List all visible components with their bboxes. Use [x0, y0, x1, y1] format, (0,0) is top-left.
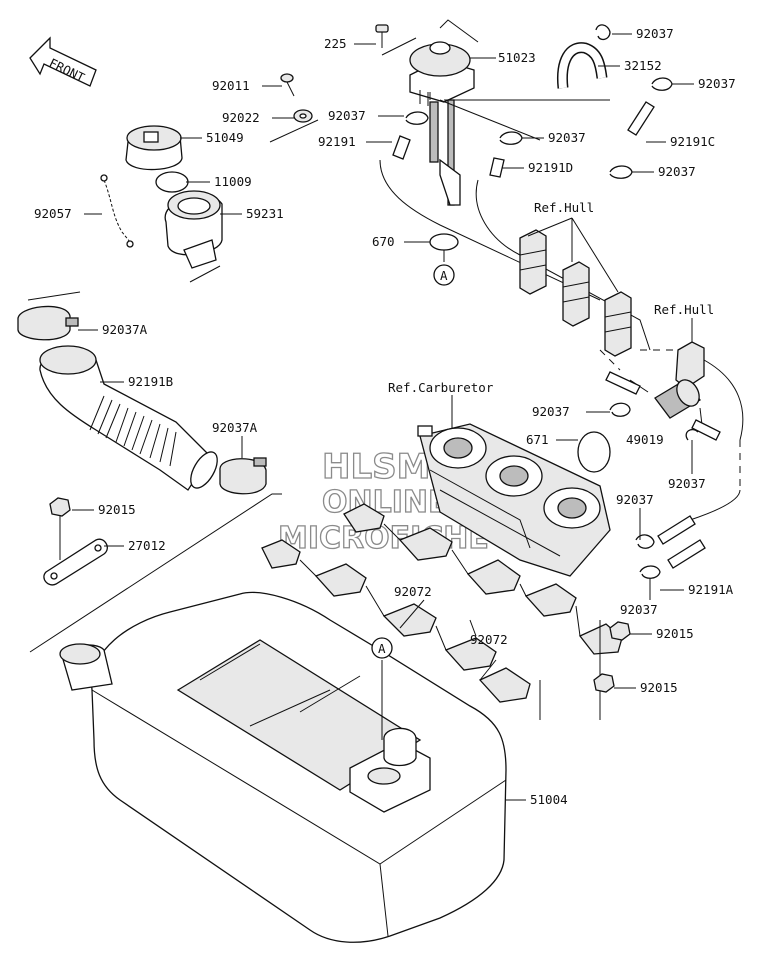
fuel-line-main [379, 159, 601, 301]
label-92015-c: 92015 [640, 680, 678, 695]
label-92191A: 92191A [688, 582, 734, 597]
bracket-27012 [43, 538, 108, 586]
label-92191: 92191 [318, 134, 356, 149]
label-225: 225 [324, 36, 347, 51]
hose-92191C [627, 101, 655, 136]
clamp-92037-mid-left [405, 111, 429, 125]
strap-92072-lower [261, 539, 531, 703]
marker-a-circle-1 [433, 264, 455, 286]
screw-92011 [280, 73, 295, 97]
label-92037A-2: 92037A [212, 420, 258, 435]
pump-body-51023 [409, 41, 475, 206]
label-92072-b: 92072 [470, 632, 508, 647]
o-ring-671 [577, 431, 611, 473]
hull-clip-1 [519, 229, 547, 295]
label-92011: 92011 [212, 78, 250, 93]
nut-92015-right-lower [593, 673, 615, 693]
filler-hose-92191B [39, 345, 218, 491]
clamp-92037-lower-2 [639, 565, 661, 579]
label-92191D: 92191D [528, 160, 573, 175]
fuel-tank-51004 [59, 591, 507, 943]
label-51049: 51049 [206, 130, 244, 145]
fuel-cap-51049 [125, 125, 183, 171]
clamp-92037A-bottom [219, 457, 267, 495]
label-27012: 27012 [128, 538, 166, 553]
label-92037-d: 92037 [548, 130, 586, 145]
washer-92022 [293, 109, 313, 123]
label-92015-a: 92015 [98, 502, 136, 517]
label-49019: 49019 [626, 432, 664, 447]
o-ring-670 [429, 233, 459, 251]
hull-clip-2 [562, 261, 590, 327]
label-92037-c: 92037 [328, 108, 366, 123]
hull-clip-3 [604, 291, 632, 357]
clamp-92037-lower-1 [635, 534, 655, 549]
label-92057: 92057 [34, 206, 72, 221]
label-92037-a: 92037 [636, 26, 674, 41]
hull-clip-right [675, 341, 705, 389]
hose-short-filter-out [691, 419, 721, 441]
nut-92015-right-upper [609, 621, 631, 641]
filler-neck-59231 [164, 190, 223, 269]
label-ref-hull-1: Ref.Hull [534, 200, 594, 215]
label-92191C: 92191C [670, 134, 715, 149]
label-ref-hull-2: Ref.Hull [654, 302, 714, 317]
watermark-line1: HLSM [322, 447, 430, 487]
label-59231: 59231 [246, 206, 284, 221]
label-51004: 51004 [530, 792, 568, 807]
front-arrow-icon: FRONT [29, 36, 97, 87]
label-32152: 32152 [624, 58, 662, 73]
label-92037-f: 92037 [532, 404, 570, 419]
label-92037-e: 92037 [658, 164, 696, 179]
label-92037A-1: 92037A [102, 322, 148, 337]
o-ring-11009 [155, 171, 189, 193]
hose-92191 [392, 135, 411, 160]
clamp-92037A-top [17, 305, 79, 341]
clamp-92037-mid-right [499, 131, 523, 145]
label-92037-h: 92037 [616, 492, 654, 507]
strap-92072-upper [343, 503, 623, 655]
hose-92191A-lower [667, 539, 706, 569]
hose-92191D [489, 157, 505, 178]
clamp-92037-right [609, 165, 633, 179]
bolt-225 [375, 24, 389, 48]
label-671: 671 [526, 432, 549, 447]
label-marker-a-2: A [378, 641, 386, 656]
leader-lines [72, 33, 694, 689]
label-ref-carburetor: Ref.Carburetor [388, 380, 494, 395]
label-92022: 92022 [222, 110, 260, 125]
watermark: HLSM ONLINE MICROFICHE [277, 446, 489, 556]
clamp-92037-top-1 [595, 24, 611, 41]
carburetor-reference [417, 423, 611, 577]
part-labels: 225 51023 92037 32152 92037 92011 92022 … [34, 26, 736, 807]
label-92191B: 92191B [128, 374, 173, 389]
label-92037-i: 92037 [620, 602, 658, 617]
label-92072-a: 92072 [394, 584, 432, 599]
clamp-92037-filter-top [609, 402, 631, 417]
label-51023: 51023 [498, 50, 536, 65]
label-11009: 11009 [214, 174, 252, 189]
hose-92191A-upper [657, 515, 696, 545]
hose-short-filter-in [605, 371, 641, 395]
label-marker-a-1: A [440, 268, 448, 283]
label-670: 670 [372, 234, 395, 249]
marker-a-circle-2 [371, 637, 393, 659]
tether-92057 [100, 174, 134, 248]
fuel-pump-assembly [375, 19, 496, 206]
label-92037-b: 92037 [698, 76, 736, 91]
hose-32152 [556, 42, 608, 89]
fuel-filter-49019 [629, 379, 703, 426]
clamp-92037-top-2 [651, 77, 673, 91]
label-92015-b: 92015 [656, 626, 694, 641]
clamp-92037-filter-bottom [685, 428, 699, 441]
watermark-line3: MICROFICHE [278, 521, 489, 556]
nut-92015-left [49, 497, 71, 517]
label-92037-g: 92037 [668, 476, 706, 491]
watermark-line2: ONLINE [322, 485, 449, 520]
